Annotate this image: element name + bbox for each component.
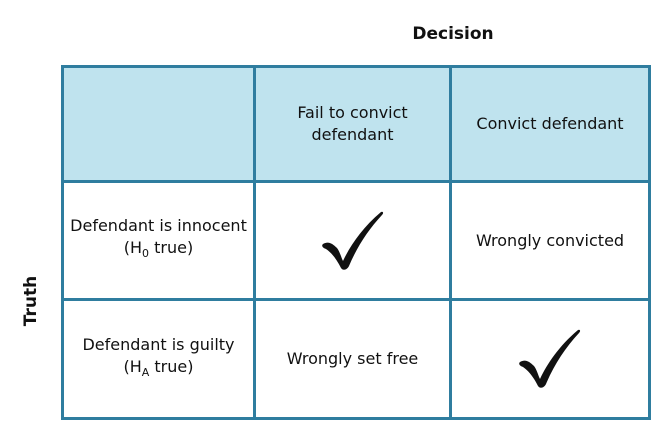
truth-axis-label: Truth <box>21 275 41 327</box>
empty-corner-cell <box>61 65 256 183</box>
decision-axis-label-text: Decision <box>412 24 494 44</box>
check-icon <box>321 211 383 270</box>
wrongly-convicted-text: Wrongly convicted <box>475 230 625 250</box>
cell-innocent-convict: Wrongly convicted <box>452 183 651 301</box>
cell-innocent-fail-to-convict <box>256 183 452 301</box>
innocent-subscript: 0 <box>142 247 150 261</box>
cell-guilty-convict <box>452 301 651 420</box>
guilty-line2: (HA true) <box>123 356 194 380</box>
row-header-innocent: Defendant is innocent (H0 true) <box>61 183 256 301</box>
innocent-line1: Defendant is innocent <box>70 216 247 236</box>
guilty-line1: Defendant is guilty <box>82 334 235 354</box>
check-icon <box>519 329 581 388</box>
row-header-guilty: Defendant is guilty (HA true) <box>61 301 256 420</box>
fail-to-convict-line1: Fail to convict <box>297 103 408 122</box>
wrongly-set-free-text: Wrongly set free <box>286 349 419 368</box>
column-header-convict: Convict defendant <box>452 65 651 183</box>
column-header-fail-to-convict: Fail to convict defendant <box>256 65 452 183</box>
cell-guilty-fail-to-convict: Wrongly set free <box>256 301 452 420</box>
decision-truth-table: Fail to convict defendant Convict defend… <box>61 65 651 420</box>
guilty-subscript: A <box>141 366 150 380</box>
innocent-line2: (H0 true) <box>123 238 194 261</box>
convict-label: Convict defendant <box>476 114 624 133</box>
fail-to-convict-line2: defendant <box>311 125 394 144</box>
